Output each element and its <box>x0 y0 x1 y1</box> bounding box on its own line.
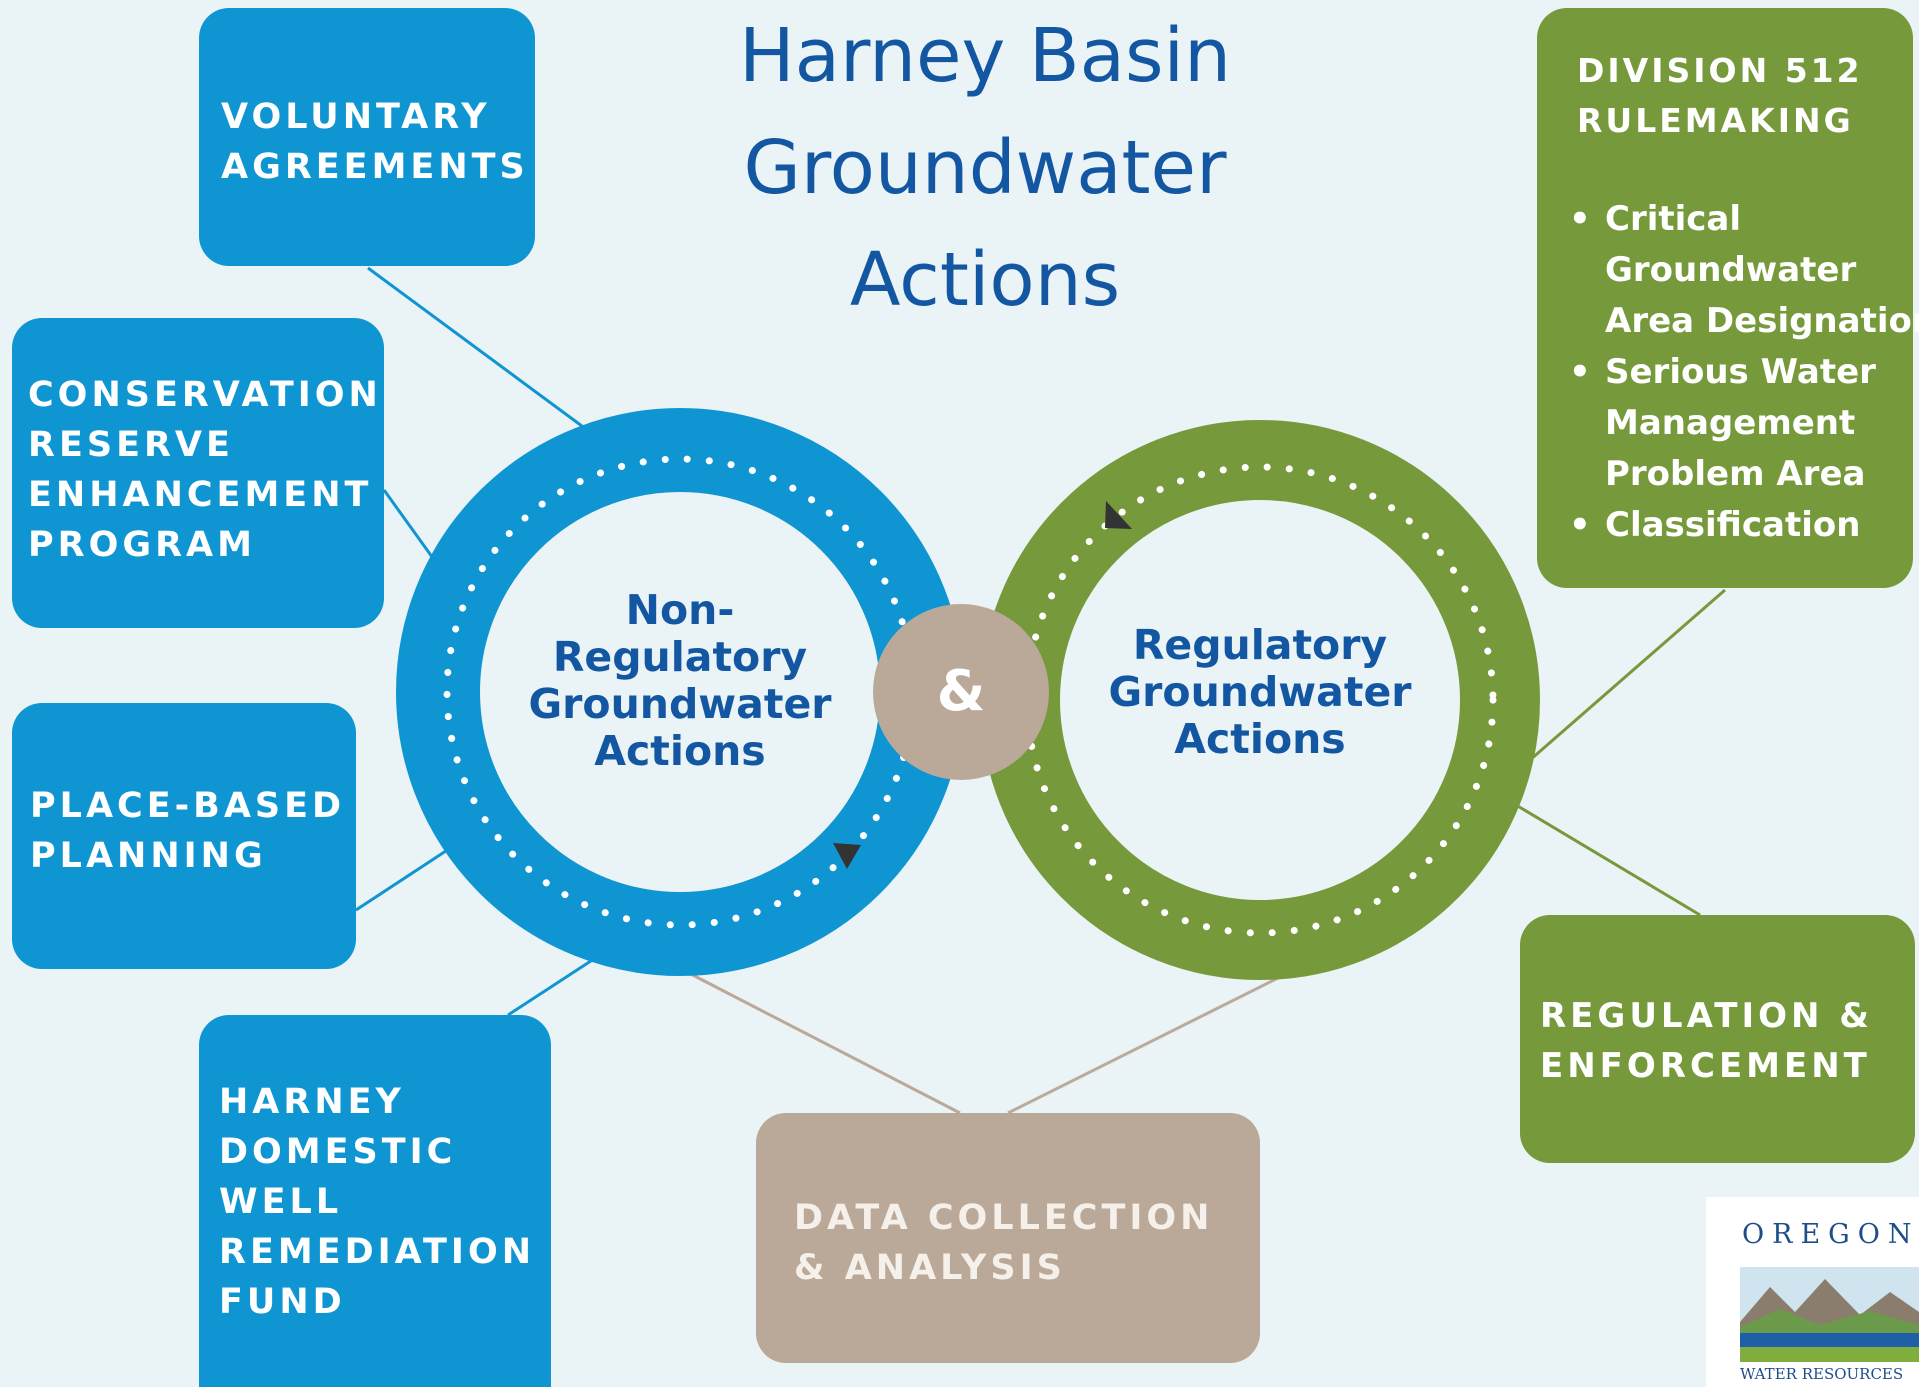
regulatory-arrow-icon <box>1105 501 1132 529</box>
box-label: PLANNING <box>30 836 267 876</box>
list-item: • Serious Water Management Problem Area <box>1537 347 1913 500</box>
box-label: AGREEMENTS <box>221 147 529 187</box>
connector-data-right <box>1007 974 1283 1115</box>
list-item-text: Serious Water <box>1605 352 1876 392</box>
box-label: REMEDIATION <box>219 1232 535 1272</box>
connector-voluntary <box>367 266 591 434</box>
box-label: & ANALYSIS <box>794 1248 1066 1288</box>
box-label: FUND <box>219 1282 346 1322</box>
voluntary-agreements-box: VOLUNTARY AGREEMENTS <box>199 8 535 266</box>
ring-label-line: Actions <box>1174 715 1346 763</box>
box-heading: DIVISION 512 <box>1577 51 1863 90</box>
division-512-box: DIVISION 512 RULEMAKING • Critical Groun… <box>1537 8 1919 588</box>
box-label: RESERVE <box>28 425 234 465</box>
ampersand-connector: & <box>873 604 1049 780</box>
box-label: DOMESTIC <box>219 1132 457 1172</box>
list-item-text: Classification <box>1605 505 1861 545</box>
ring-label-line: Groundwater <box>528 680 832 728</box>
ring-label-line: Regulatory <box>552 633 808 681</box>
list-item: • Classification <box>1537 500 1913 551</box>
place-based-planning-box: PLACE-BASED PLANNING <box>12 703 356 969</box>
conservation-reserve-box: CONSERVATION RESERVE ENHANCEMENT PROGRAM <box>12 318 384 628</box>
list-item-text: Area Designation <box>1605 301 1919 341</box>
box-label: WELL <box>219 1182 343 1222</box>
list-item-text: Critical <box>1605 199 1742 239</box>
box-label: HARNEY <box>219 1082 405 1122</box>
title-line: Harney Basin <box>739 13 1231 99</box>
title-line: Actions <box>849 237 1121 323</box>
oregon-water-resources-logo: OREGON WATER RESOURCES <box>1706 1197 1919 1387</box>
box-heading: RULEMAKING <box>1577 101 1854 140</box>
title-line: Groundwater <box>743 125 1227 211</box>
ring-label-line: Regulatory <box>1132 621 1388 669</box>
harney-fund-box: HARNEY DOMESTIC WELL REMEDIATION FUND <box>199 1015 551 1387</box>
ring-label-line: Non- <box>625 586 735 634</box>
bullet-icon: • <box>1569 352 1591 392</box>
connector-harney-fund <box>507 953 601 1017</box>
criteria-list: • Critical Groundwater Area Designation … <box>1537 194 1919 551</box>
non-regulatory-label: Non- Regulatory Groundwater Actions <box>500 587 860 775</box>
box-label: ENHANCEMENT <box>28 475 373 515</box>
logo-subtitle: WATER RESOURCES <box>1740 1365 1904 1383</box>
ring-label-line: Actions <box>594 727 766 775</box>
list-item-text: Management <box>1605 403 1856 443</box>
list-item-text: Problem Area <box>1605 454 1866 494</box>
regulation-enforcement-box: REGULATION & ENFORCEMENT <box>1520 915 1915 1163</box>
box-label: DATA COLLECTION <box>794 1198 1214 1238</box>
bullet-icon: • <box>1569 505 1591 545</box>
box-label: VOLUNTARY <box>221 97 491 137</box>
connector-regulation <box>1515 803 1701 917</box>
connector-data-left <box>682 968 961 1115</box>
box-label: CONSERVATION <box>28 375 382 415</box>
non-regulatory-arrow-icon <box>833 843 861 869</box>
box-label: PROGRAM <box>28 525 256 565</box>
page-title: Harney Basin Groundwater Actions <box>690 0 1280 336</box>
box-label: ENFORCEMENT <box>1540 1046 1871 1086</box>
connector-place-based <box>355 843 456 912</box>
connector-division-512 <box>1529 588 1726 762</box>
box-label: REGULATION & <box>1540 996 1873 1036</box>
logo-wordmark: OREGON <box>1742 1219 1919 1250</box>
mountain-landscape-icon <box>1740 1267 1919 1362</box>
bullet-icon: • <box>1569 199 1591 239</box>
data-collection-box: DATA COLLECTION & ANALYSIS <box>756 1113 1260 1363</box>
connector-conservation <box>382 489 442 569</box>
list-item-text: Groundwater <box>1605 250 1857 290</box>
ring-label-line: Groundwater <box>1108 668 1412 716</box>
list-item: • Critical Groundwater Area Designation <box>1537 194 1919 347</box>
box-label: PLACE-BASED <box>30 786 346 826</box>
regulatory-label: Regulatory Groundwater Actions <box>1080 622 1440 763</box>
